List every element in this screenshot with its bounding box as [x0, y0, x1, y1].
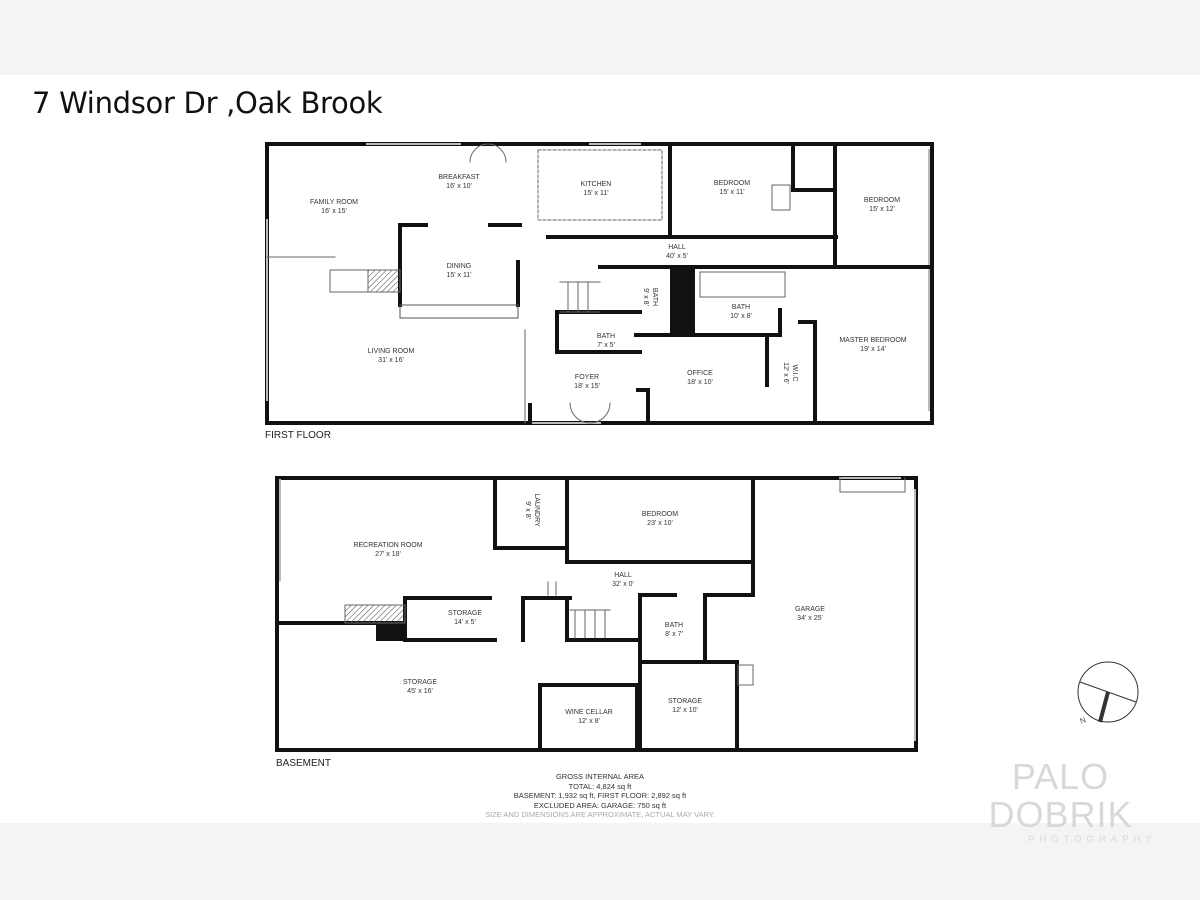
page-title: 7 Windsor Dr ,Oak Brook [32, 86, 383, 120]
area-heading: GROSS INTERNAL AREA [555, 772, 645, 781]
area-breakdown: BASEMENT: 1,932 sq ft, FIRST FLOOR: 2,89… [513, 791, 687, 800]
top-band [0, 0, 1200, 75]
area-total: TOTAL: 4,824 sq ft [568, 781, 632, 791]
compass-icon [1077, 661, 1139, 723]
basement-walls [275, 476, 918, 752]
area-excluded: EXCLUDED AREA: GARAGE: 750 sq ft [533, 800, 667, 810]
first-floor-label: FIRST FLOOR [265, 430, 331, 441]
watermark-name: PALO DOBRIK [988, 756, 1133, 835]
watermark-logo: PALO DOBRIK PHOTOGRAPHY [938, 756, 1183, 846]
area-summary: GROSS INTERNAL AREA TOTAL: 4,824 sq ft B… [450, 772, 750, 820]
area-note: SIZE AND DIMENSIONS ARE APPROXIMATE, ACT… [485, 810, 715, 819]
bottom-band [0, 823, 1200, 900]
watermark-sub: PHOTOGRAPHY [1028, 834, 1157, 845]
first-floor-walls [265, 142, 934, 425]
basement-label: BASEMENT [276, 758, 332, 769]
